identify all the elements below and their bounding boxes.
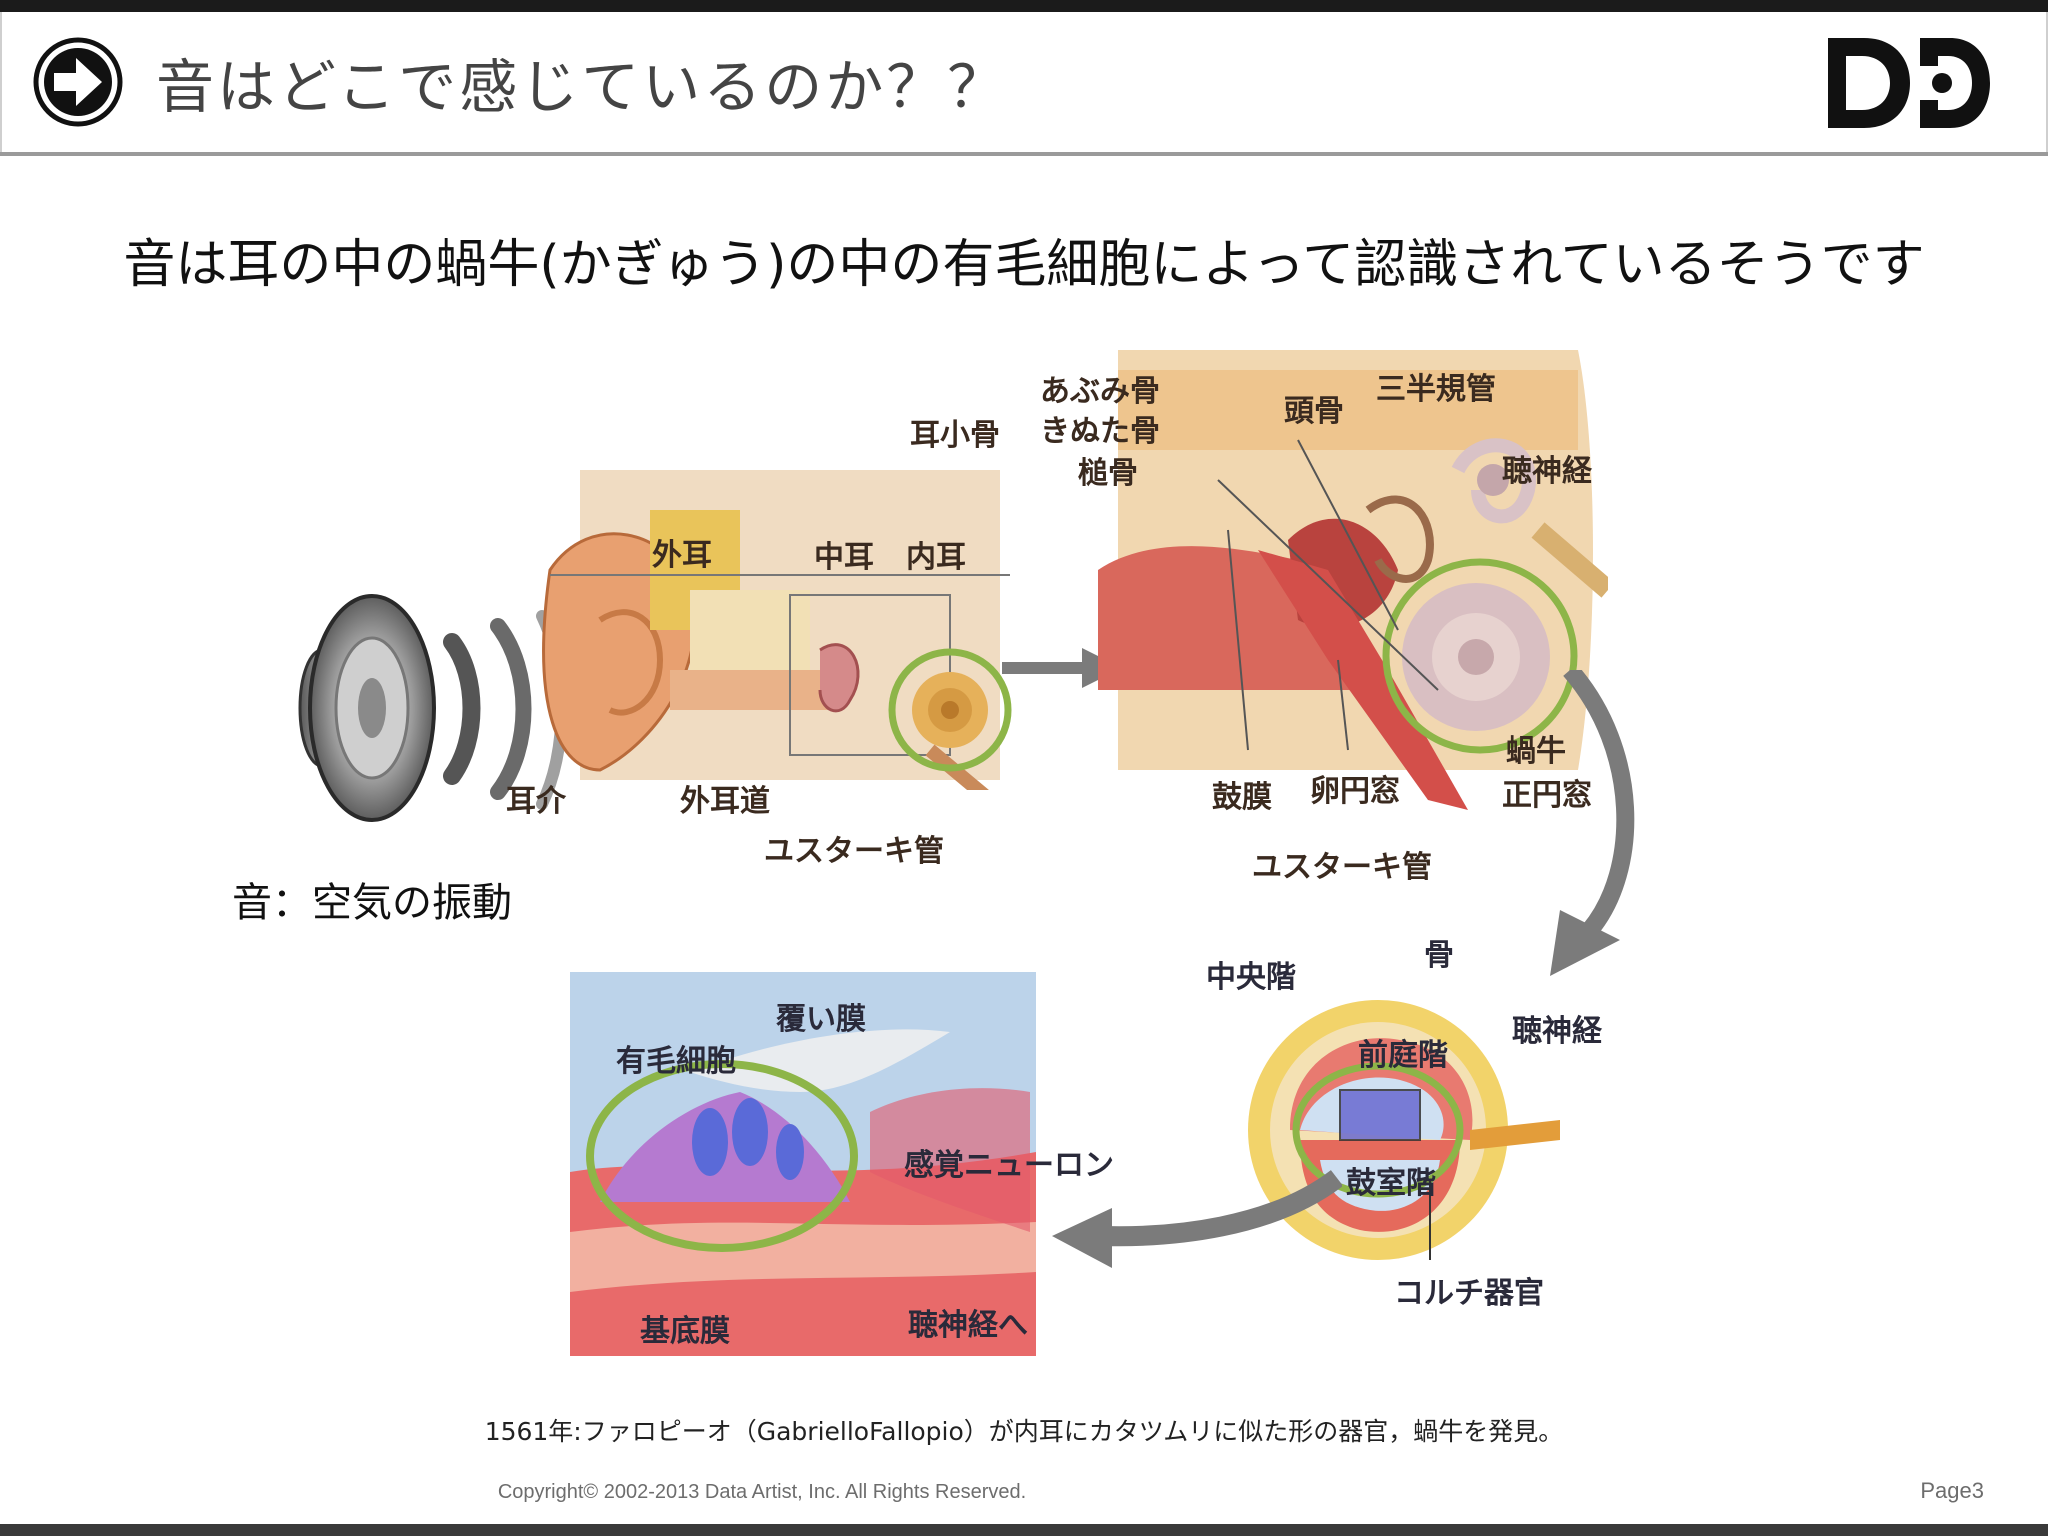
header-right-edge [2046, 12, 2048, 154]
label-ear-canal: 外耳道 [680, 784, 770, 819]
label-bone: 骨 [1424, 938, 1454, 973]
label-auditory-nerve-2: 聴神経 [1512, 1014, 1602, 1049]
bottom-bar [0, 1524, 2048, 1536]
footnote: 1561年:ファロピーオ（GabrielloFallopio）が内耳にカタツムリ… [484, 1417, 1564, 1446]
label-outer-ear: 外耳 [652, 538, 712, 573]
dd-logo [1828, 38, 1990, 128]
label-organ-of-corti: コルチ器官 [1394, 1276, 1544, 1311]
label-stapes: あぶみ骨 [1040, 374, 1160, 409]
label-skull: 頭骨 [1284, 394, 1344, 429]
label-oval-window: 卵円窓 [1310, 774, 1400, 809]
label-ossicles: 耳小骨 [910, 418, 1000, 453]
label-to-auditory-nerve: 聴神経へ [908, 1308, 1028, 1343]
label-round-window: 正円窓 [1502, 778, 1592, 813]
label-semicircular-canals: 三半規管 [1376, 372, 1496, 407]
label-middle-ear: 中耳 [814, 540, 874, 575]
label-cochlea: 蝸牛 [1506, 734, 1566, 769]
header-divider [0, 152, 2048, 156]
label-tectorial-membrane: 覆い膜 [776, 1002, 866, 1037]
outer-ear-illustration [542, 470, 1012, 790]
sound-caption: 音：空気の振動 [232, 880, 512, 926]
curved-left-arrow-icon [1052, 1169, 1342, 1268]
label-eustachian-tube-2: ユスターキ管 [1252, 850, 1432, 885]
copyright: Copyright© 2002-2013 Data Artist, Inc. A… [497, 1481, 1027, 1503]
label-scala-media: 中央階 [1206, 960, 1296, 995]
headline: 音は耳の中の蝸牛(かぎゅう)の中の有毛細胞によって認識されているそうです [123, 235, 1925, 295]
label-inner-ear: 内耳 [906, 540, 966, 575]
label-hair-cells: 有毛細胞 [616, 1044, 736, 1079]
page-number: Page3 [1920, 1478, 1984, 1503]
label-eustachian-tube-1: ユスターキ管 [764, 834, 944, 869]
page-title: 音はどこで感じているのか？？ [156, 53, 1009, 121]
label-malleus: 槌骨 [1078, 456, 1138, 491]
label-auditory-nerve-1: 聴神経 [1502, 454, 1592, 489]
label-eardrum: 鼓膜 [1212, 780, 1272, 815]
label-sensory-neuron: 感覚ニューロン [904, 1148, 1114, 1183]
label-incus: きぬた骨 [1040, 414, 1160, 449]
label-scala-vestibuli: 前庭階 [1358, 1038, 1448, 1073]
organ-of-corti-illustration [570, 972, 1036, 1356]
curved-down-arrow-icon [1550, 670, 1635, 976]
top-bar [0, 0, 2048, 12]
speaker-icon [298, 594, 568, 822]
label-pinna: 耳介 [506, 784, 566, 819]
label-basilar-membrane: 基底膜 [640, 1314, 730, 1349]
play-arrow-icon [33, 37, 123, 127]
label-scala-tympani: 鼓室階 [1346, 1166, 1436, 1201]
header-left-edge [0, 12, 2, 154]
middle-ear-illustration [1098, 350, 1608, 810]
